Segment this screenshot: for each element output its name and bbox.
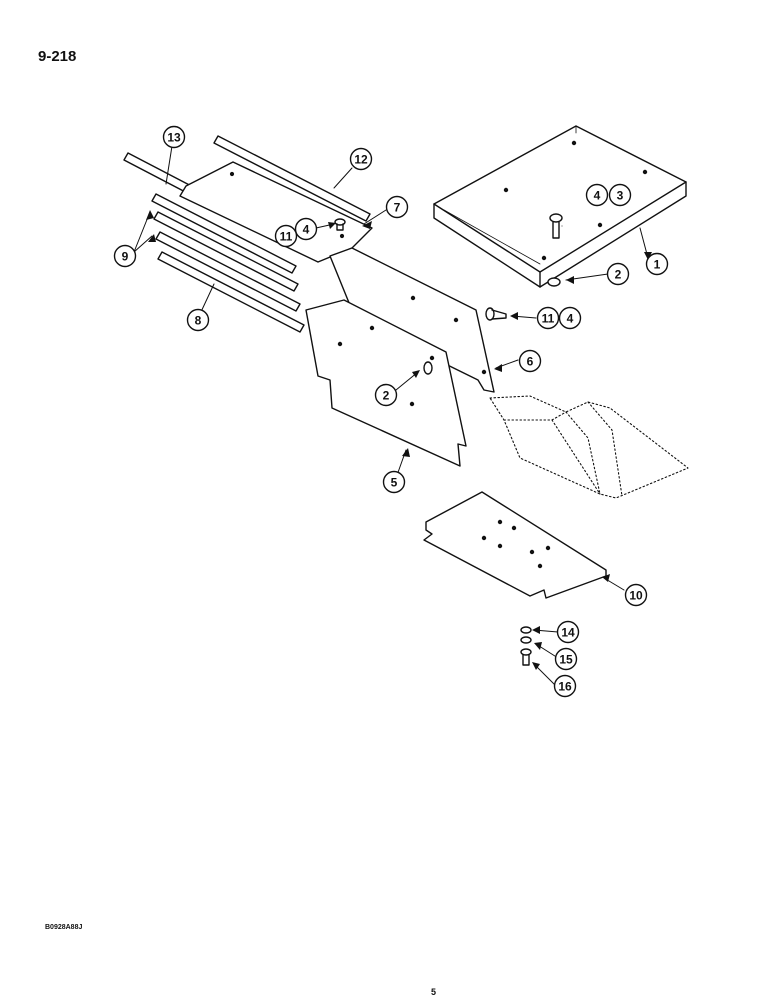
- svg-text:4: 4: [594, 189, 601, 203]
- hardware-stack: [520, 626, 532, 666]
- seat-cushion-part-1: [433, 125, 687, 288]
- svg-text:12: 12: [354, 153, 368, 167]
- svg-text:11: 11: [280, 230, 293, 244]
- svg-text:16: 16: [558, 680, 572, 694]
- svg-text:15: 15: [559, 653, 573, 667]
- svg-text:5: 5: [391, 476, 398, 490]
- callout-4: 4: [558, 306, 582, 330]
- page-number: 9-218: [38, 48, 77, 65]
- front-panel-part-5: [305, 299, 467, 467]
- svg-text:9: 9: [122, 250, 129, 264]
- leader-arrows: [146, 210, 652, 670]
- svg-text:2: 2: [383, 389, 390, 403]
- strip-part-12: [213, 135, 371, 222]
- callout-8: 8: [186, 308, 210, 332]
- callout-9: 9: [113, 244, 137, 268]
- svg-text:3: 3: [617, 189, 624, 203]
- svg-text:7: 7: [394, 201, 401, 215]
- callout-12: 12: [349, 147, 373, 171]
- figure-code: B0928A88J: [45, 924, 83, 931]
- callout-4: 4: [294, 217, 318, 241]
- floor-plate-part-10: [423, 491, 607, 599]
- svg-text:8: 8: [195, 314, 202, 328]
- callout-5: 5: [382, 470, 406, 494]
- phantom-housing-outline: [489, 395, 689, 499]
- callout-3: 3: [608, 183, 632, 207]
- callout-15: 15: [554, 647, 578, 671]
- svg-text:13: 13: [167, 131, 181, 145]
- strip-part-8: [157, 251, 305, 333]
- callout-11: 11: [536, 306, 560, 330]
- callout-2: 2: [374, 383, 398, 407]
- svg-text:4: 4: [567, 312, 574, 326]
- callout-13: 13: [162, 125, 186, 149]
- callout-1: 1: [645, 252, 669, 276]
- callout-2: 2: [606, 262, 630, 286]
- svg-text:4: 4: [303, 223, 310, 237]
- svg-text:10: 10: [629, 589, 643, 603]
- callout-14: 14: [556, 620, 580, 644]
- svg-text:2: 2: [615, 268, 622, 282]
- svg-text:6: 6: [527, 355, 534, 369]
- callout-11: 11: [274, 224, 298, 248]
- footer-mark: 5: [431, 987, 437, 997]
- svg-text:14: 14: [561, 626, 575, 640]
- cap-part-2: [547, 277, 561, 287]
- svg-text:11: 11: [542, 312, 555, 326]
- callout-10: 10: [624, 583, 648, 607]
- svg-text:1: 1: [654, 258, 661, 272]
- callout-4: 4: [585, 183, 609, 207]
- callout-6: 6: [518, 349, 542, 373]
- bolt-part-11: [485, 307, 507, 321]
- strips-part-9: [151, 193, 301, 312]
- callout-7: 7: [385, 195, 409, 219]
- callout-16: 16: [553, 674, 577, 698]
